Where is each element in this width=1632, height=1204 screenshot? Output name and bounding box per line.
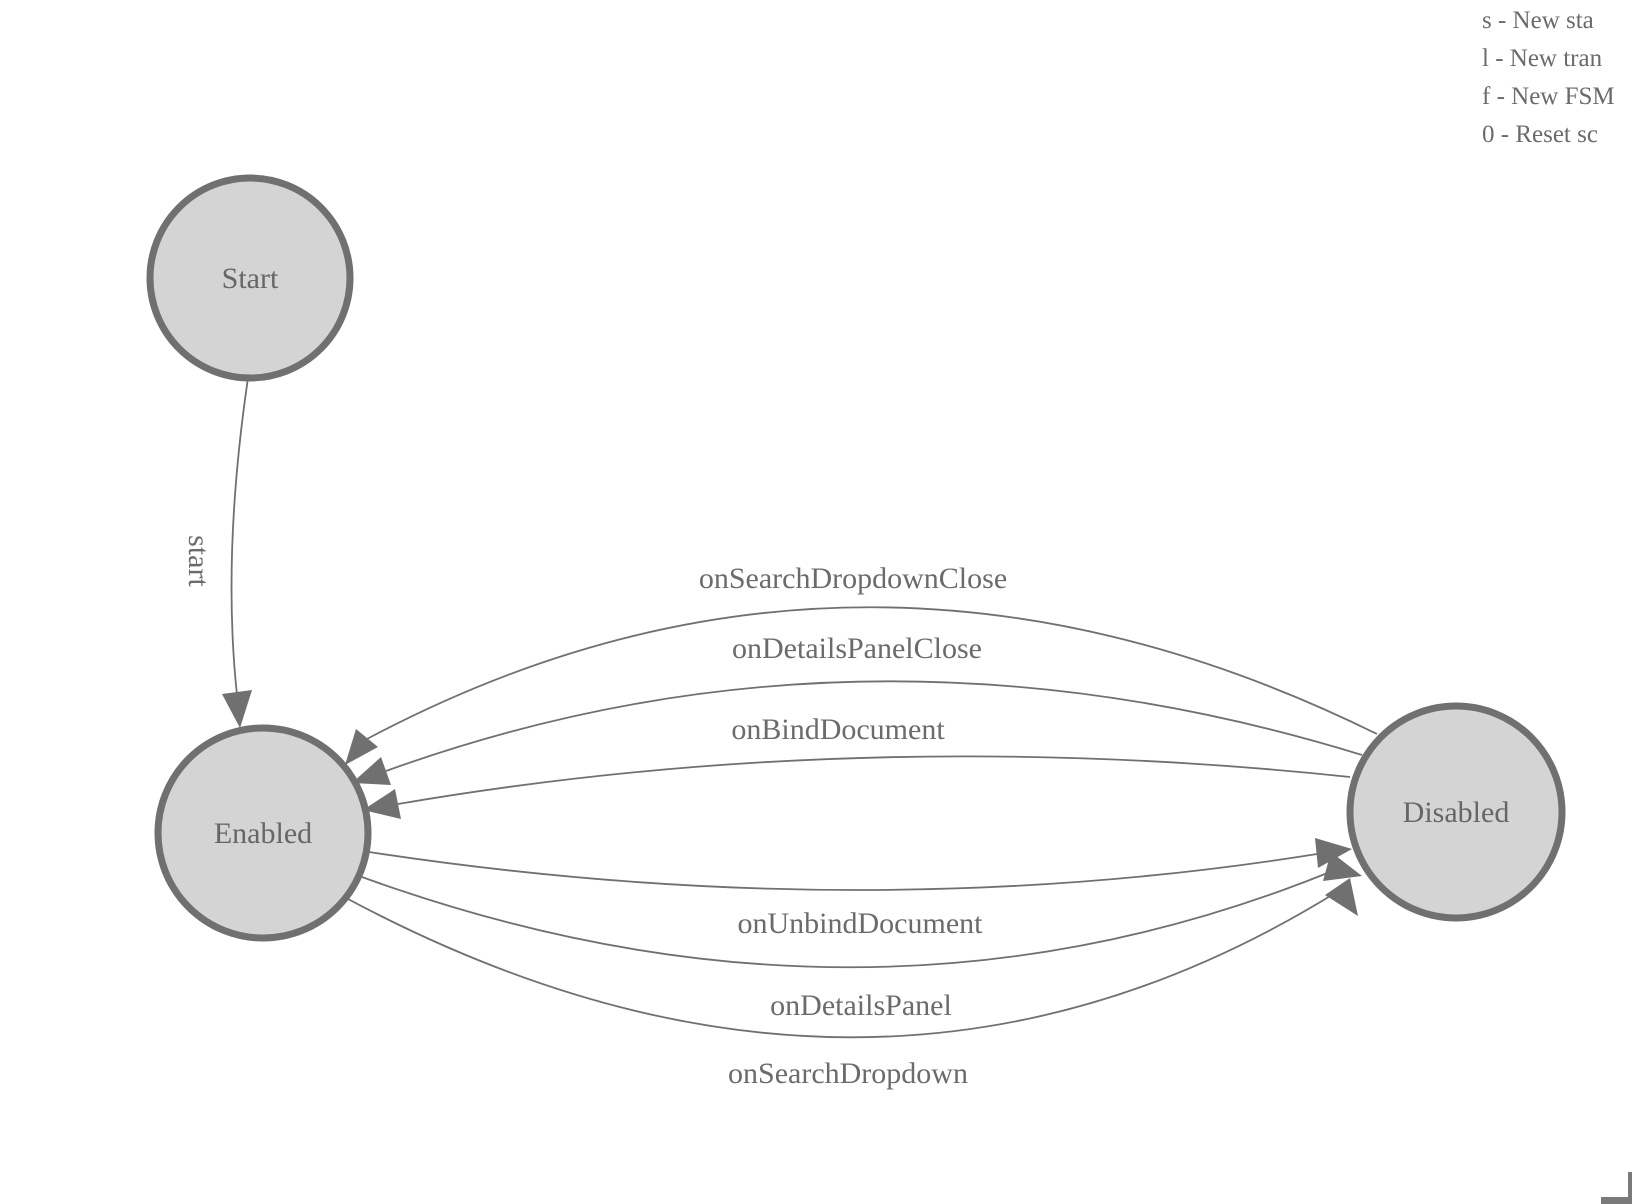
arrowhead-onbinddocument: [363, 789, 401, 819]
legend-line: l - New tran: [1482, 45, 1603, 72]
edge-curve-onsearchdropdownclose[interactable]: [366, 606, 1378, 740]
edge-label-onsearchdropdown[interactable]: onSearchDropdown: [728, 1057, 968, 1090]
arrowhead-ondetailspanel: [1323, 852, 1362, 881]
transition-edge-ondetailspanel[interactable]: onDetailsPanel: [361, 852, 1362, 1022]
arrowhead-onunbinddocument: [1315, 838, 1352, 868]
edge-label-onbinddocument[interactable]: onBindDocument: [731, 713, 945, 746]
edge-label-onsearchdropdownclose[interactable]: onSearchDropdownClose: [699, 562, 1007, 595]
arrowhead-ondetailspanelclose: [352, 757, 391, 785]
transition-edge-onbinddocument[interactable]: onBindDocument: [363, 713, 1351, 819]
transition-edge-onsearchdropdown[interactable]: onSearchDropdown: [347, 878, 1358, 1090]
edge-curve-onbinddocument[interactable]: [397, 755, 1351, 805]
state-node-disabled[interactable]: Disabled: [1346, 702, 1566, 922]
state-node-enabled[interactable]: Enabled: [154, 724, 372, 942]
edge-curve-onunbinddocument[interactable]: [368, 851, 1318, 891]
edge-curve-ondetailspanel[interactable]: [361, 871, 1331, 969]
corner-widget-horizontal-bar: [1601, 1197, 1632, 1204]
state-circle-disabled[interactable]: [1346, 702, 1566, 922]
edge-curve-ondetailspanelclose[interactable]: [385, 680, 1363, 772]
arrowhead-start: [222, 690, 252, 728]
transition-edge-ondetailspanelclose[interactable]: onDetailsPanelClose: [352, 632, 1363, 785]
edge-label-ondetailspanelclose[interactable]: onDetailsPanelClose: [732, 632, 982, 665]
edge-label-ondetailspanel[interactable]: onDetailsPanel: [770, 989, 952, 1022]
legend-line: s - New sta: [1482, 7, 1594, 34]
legend-line: f - New FSM: [1482, 83, 1615, 110]
state-label-disabled: Disabled: [1403, 796, 1510, 829]
edge-curve-start[interactable]: [230, 377, 249, 696]
state-node-start[interactable]: Start: [146, 174, 354, 382]
state-circle-start[interactable]: [146, 174, 354, 382]
shortcut-legend: s - New sta l - New tran f - New FSM 0 -…: [1482, 2, 1615, 154]
transition-edge-onsearchdropdownclose[interactable]: onSearchDropdownClose: [345, 562, 1378, 765]
arrowhead-onsearchdropdownclose: [345, 729, 378, 765]
edge-curve-onsearchdropdown[interactable]: [347, 889, 1341, 1039]
edge-label-onunbinddocument[interactable]: onUnbindDocument: [738, 907, 984, 940]
state-label-start: Start: [222, 262, 279, 295]
corner-widget-vertical-bar: [1628, 1172, 1632, 1204]
state-label-enabled: Enabled: [214, 817, 312, 850]
arrowhead-onsearchdropdown: [1325, 878, 1358, 916]
transition-edge-onunbinddocument[interactable]: onUnbindDocument: [368, 838, 1352, 940]
legend-line: 0 - Reset sc: [1482, 121, 1598, 148]
state-circle-enabled[interactable]: [154, 724, 372, 942]
transition-edge-start[interactable]: start: [182, 377, 252, 728]
edge-label-start[interactable]: start: [182, 535, 215, 587]
